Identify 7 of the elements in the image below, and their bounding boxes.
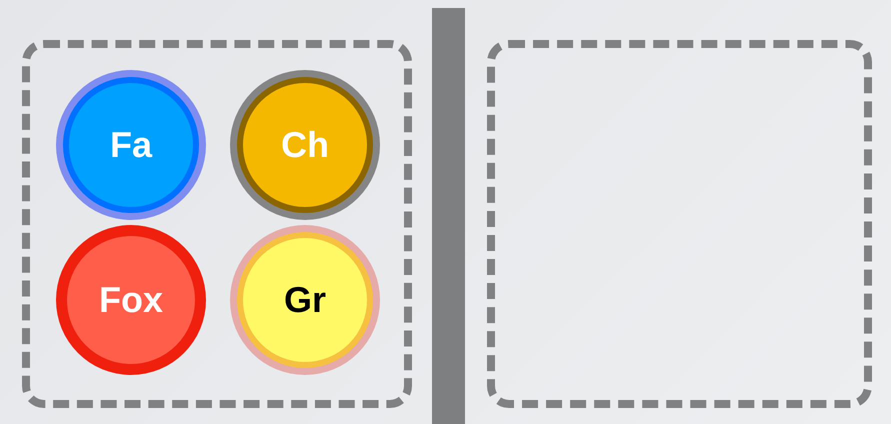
dashed-frame — [22, 40, 412, 408]
dashed-frame — [487, 40, 872, 408]
node-label: Fox — [98, 279, 163, 321]
node-label: Ch — [281, 124, 329, 166]
node-label: Gr — [284, 279, 326, 321]
divider-bar — [432, 8, 465, 424]
node-label: Fa — [110, 124, 152, 166]
